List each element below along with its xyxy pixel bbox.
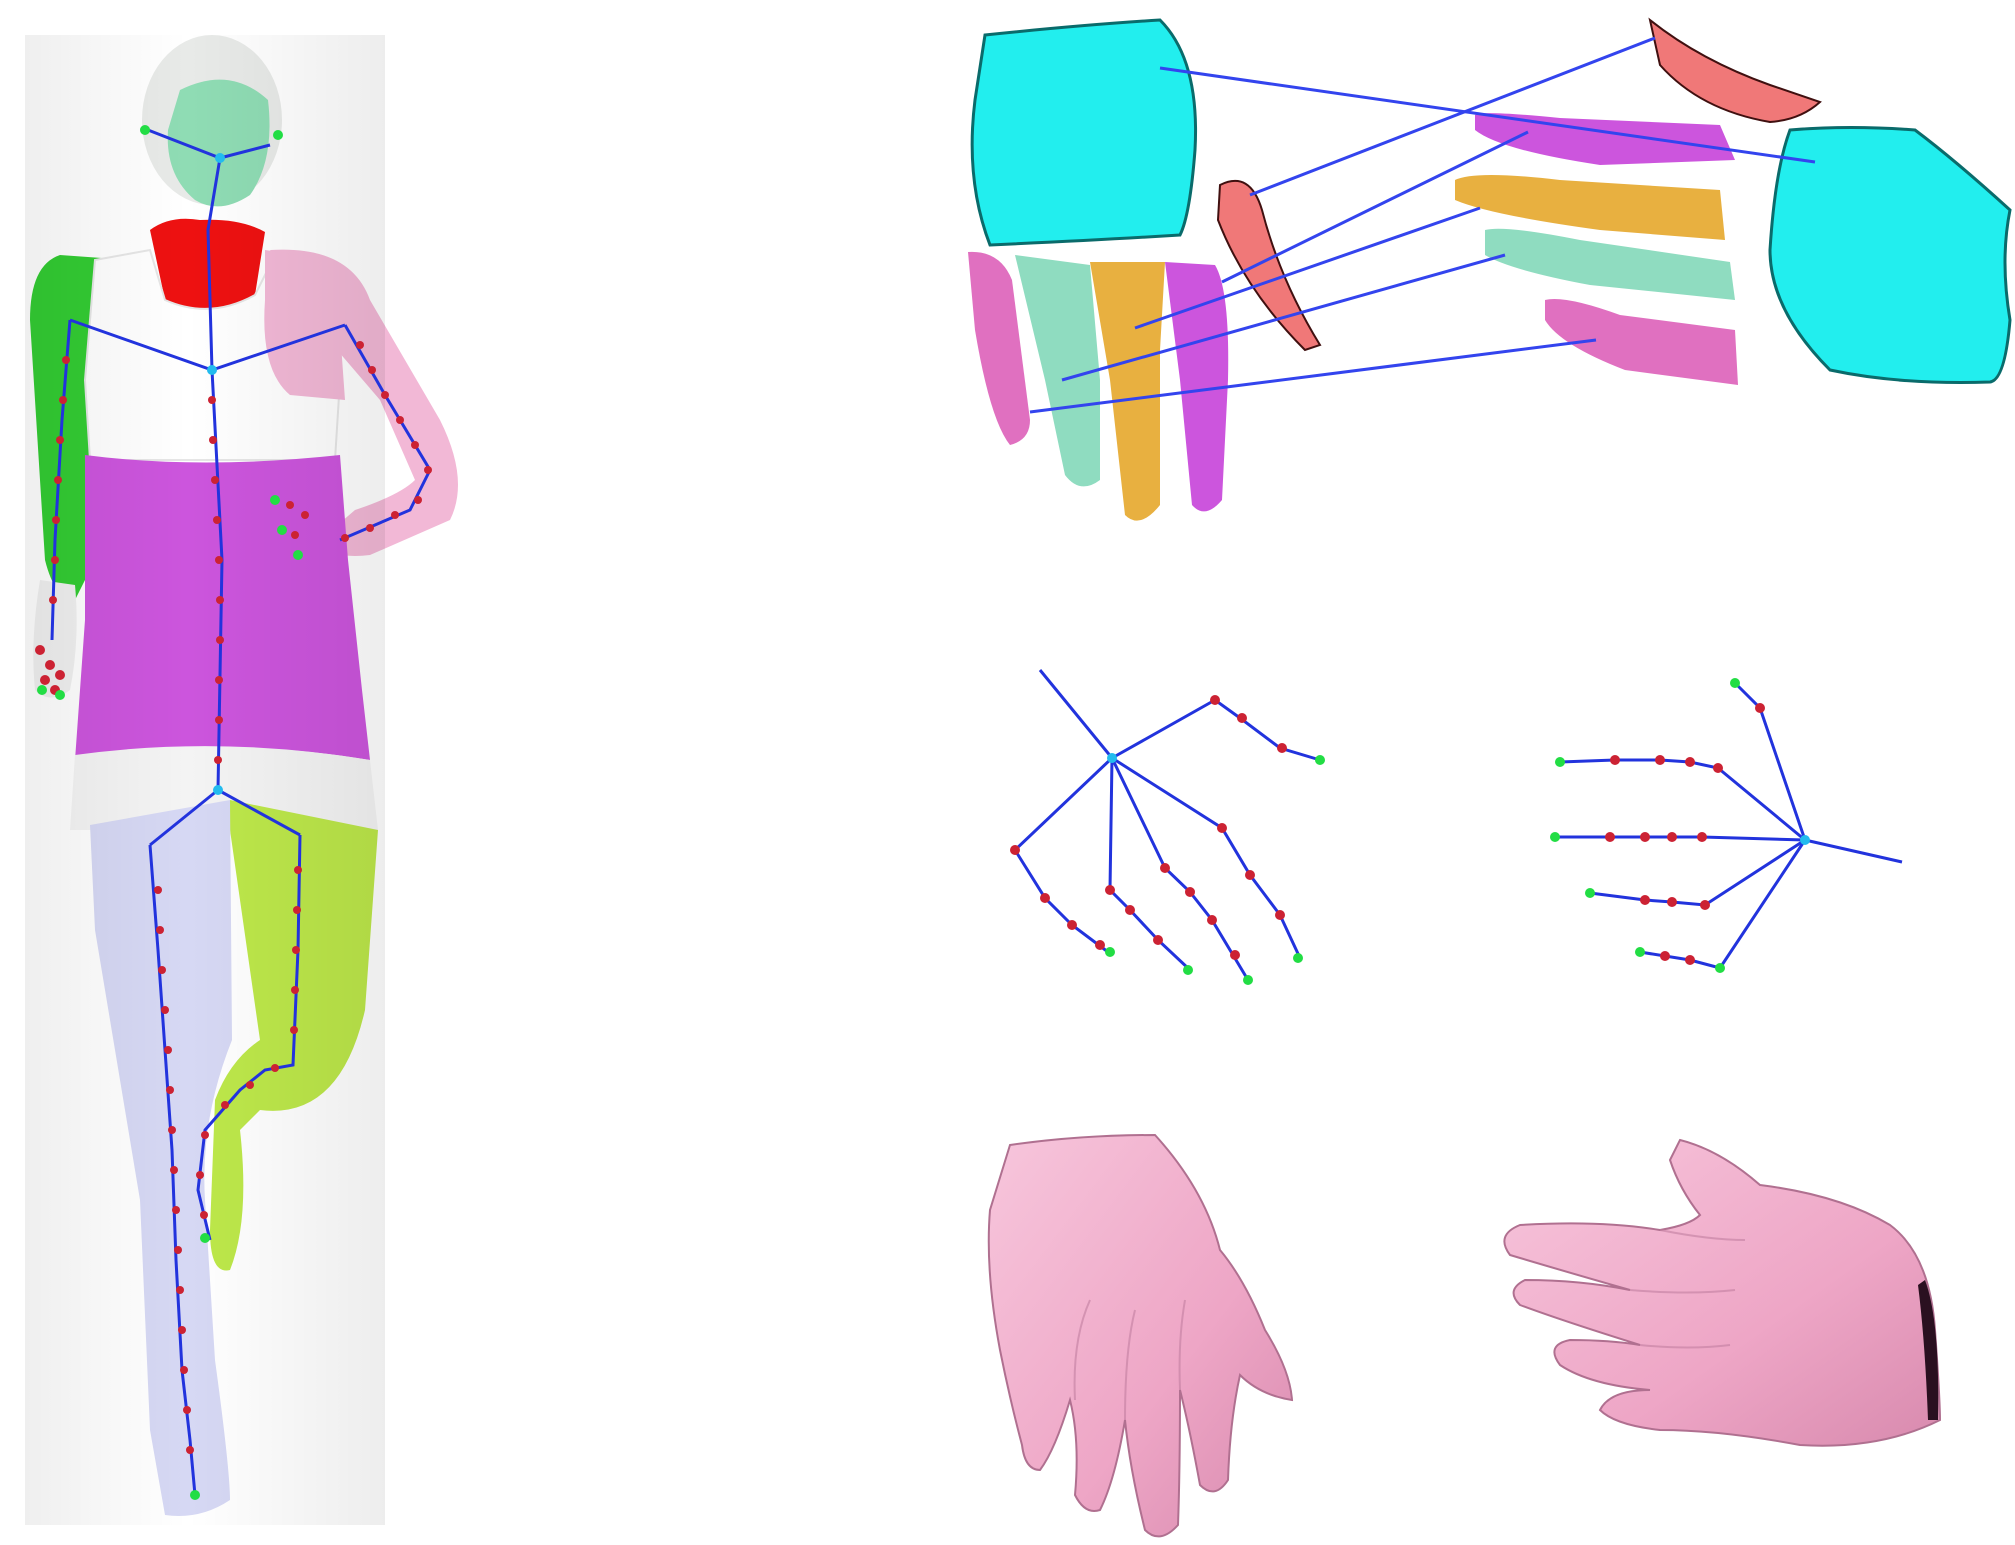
hand-mesh-right	[1504, 1140, 1940, 1446]
hand-segment-correspondence	[968, 20, 2010, 521]
right-palm-segment	[1770, 128, 2010, 383]
hand-skeleton-left	[1010, 670, 1325, 985]
hand-mesh-left	[989, 1135, 1292, 1536]
left-finger-little	[968, 252, 1030, 445]
body-shading	[25, 35, 385, 1525]
left-finger-ring	[1015, 255, 1100, 486]
right-finger-ring	[1485, 229, 1735, 300]
body-model	[25, 35, 458, 1525]
left-palm-segment	[972, 20, 1195, 245]
right-thumb-segment	[1650, 20, 1820, 122]
left-thumb-segment	[1218, 181, 1320, 350]
hand-skeleton-right	[1550, 678, 1902, 973]
left-finger-middle	[1090, 262, 1165, 521]
